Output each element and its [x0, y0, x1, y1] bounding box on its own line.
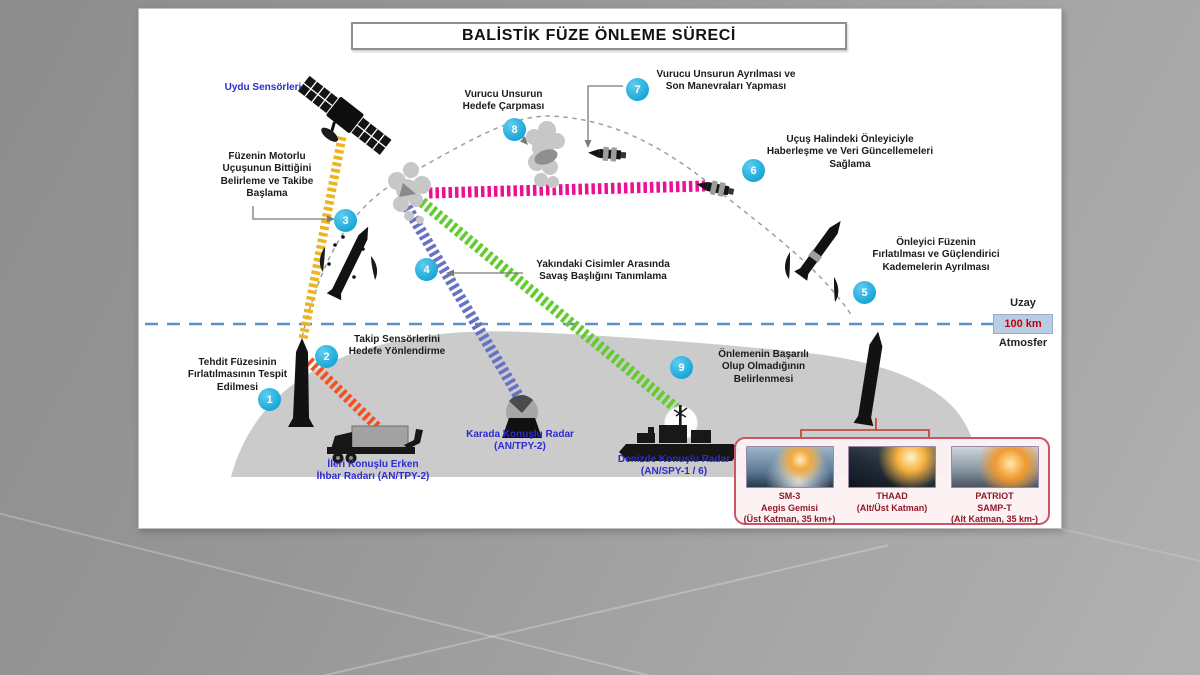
step-3-label: Füzenin Motorlu Uçuşunun Bittiğini Belir… — [220, 151, 314, 200]
step-8-marker: 8 — [503, 118, 526, 141]
step-7-label: Vurucu Unsurun Ayrılması ve Son Manevral… — [656, 69, 796, 93]
threat-missile-icon — [288, 338, 314, 427]
step-6-marker: 6 — [742, 159, 765, 182]
impact-cloud-icon — [526, 121, 565, 188]
step-9-marker: 9 — [670, 356, 693, 379]
thaad-launch-photo — [848, 446, 936, 488]
forward-radar-label: İleri Konuşlu Erken İhbar Radarı (AN/TPY… — [316, 459, 430, 483]
atmosphere-label: Atmosfer — [998, 337, 1048, 349]
diagram-panel: BALİSTİK FÜZE ÖNLEME SÜRECİ Uydu Sensörl… — [138, 8, 1062, 529]
diagram-title: BALİSTİK FÜZE ÖNLEME SÜRECİ — [351, 22, 847, 50]
step-9-label: Önlemenin Başarılı Olup Olmadığının Beli… — [718, 349, 809, 385]
sm3-label: SM-3 Aegis Gemisi (Üst Katman, 35 km+) — [743, 491, 836, 525]
intercept-comm-beam — [428, 180, 706, 199]
ground-radar-icon — [502, 395, 542, 438]
step-1-label: Tehdit Füzesinin Fırlatılmasının Tespit … — [187, 357, 288, 393]
patriot-label: PATRIOT SAMP-T (Alt Katman, 35 km-) — [950, 491, 1039, 525]
connector-arrowheads — [327, 136, 592, 277]
satellite-label: Uydu Sensörleri — [224, 82, 302, 93]
system-patriot: PATRIOT SAMP-T (Alt Katman, 35 km-) — [946, 446, 1044, 525]
aegis-ship-icon — [619, 405, 741, 461]
patriot-launch-photo — [950, 446, 1039, 488]
system-box-bracket — [800, 418, 930, 438]
system-thaad: THAAD (Alt/Üst Katman) — [843, 446, 941, 523]
sea-radar-label: Denizde Konuşlu Radar (AN/SPY-1 / 6) — [617, 454, 731, 478]
step-5-marker: 5 — [853, 281, 876, 304]
step-1-marker: 1 — [258, 388, 281, 411]
step-6-label: Uçuş Halindeki Önleyiciyle Haberleşme ve… — [766, 134, 934, 170]
altitude-badge: 100 km — [993, 314, 1053, 334]
interceptor-midcourse-icon — [694, 177, 736, 199]
step-3-marker: 3 — [334, 209, 357, 232]
interceptor-systems-box: SM-3 Aegis Gemisi (Üst Katman, 35 km+) T… — [734, 437, 1050, 525]
threat-missile-boost-icon — [319, 226, 378, 301]
background-texture-line — [0, 544, 889, 675]
step-4-marker: 4 — [415, 258, 438, 281]
step-8-label: Vurucu Unsurun Hedefe Çarpması — [462, 89, 545, 113]
kill-vehicle-icon — [587, 145, 627, 163]
thaad-label: THAAD (Alt/Üst Katman) — [856, 491, 928, 513]
satellite-beam — [298, 136, 347, 340]
interceptor-launch-icon — [853, 331, 883, 427]
interceptor-separation-icon — [784, 221, 841, 302]
step-7-marker: 7 — [626, 78, 649, 101]
discrimination-beam — [402, 204, 527, 405]
ballistic-trajectory-arc — [301, 115, 853, 338]
sea-radar-beam — [418, 197, 680, 413]
sm3-launch-photo — [745, 446, 834, 488]
step-4-label: Yakındaki Cisimler Arasında Savaş Başlığ… — [536, 259, 670, 283]
satellite-icon — [297, 75, 392, 155]
ground-radar-label: Karada Konuşlu Radar (AN/TPY-2) — [466, 429, 574, 453]
step-5-label: Önleyici Füzenin Fırlatılması ve Güçlend… — [872, 237, 1000, 273]
radar-truck-icon — [327, 425, 423, 464]
diagram-graphics — [145, 75, 1049, 477]
step-2-marker: 2 — [315, 345, 338, 368]
system-sm3: SM-3 Aegis Gemisi (Üst Katman, 35 km+) — [741, 446, 839, 525]
space-label: Uzay — [1010, 297, 1036, 309]
decoy-cloud-icon — [388, 162, 431, 224]
step-2-label: Takip Sensörlerini Hedefe Yönlendirme — [348, 334, 446, 358]
